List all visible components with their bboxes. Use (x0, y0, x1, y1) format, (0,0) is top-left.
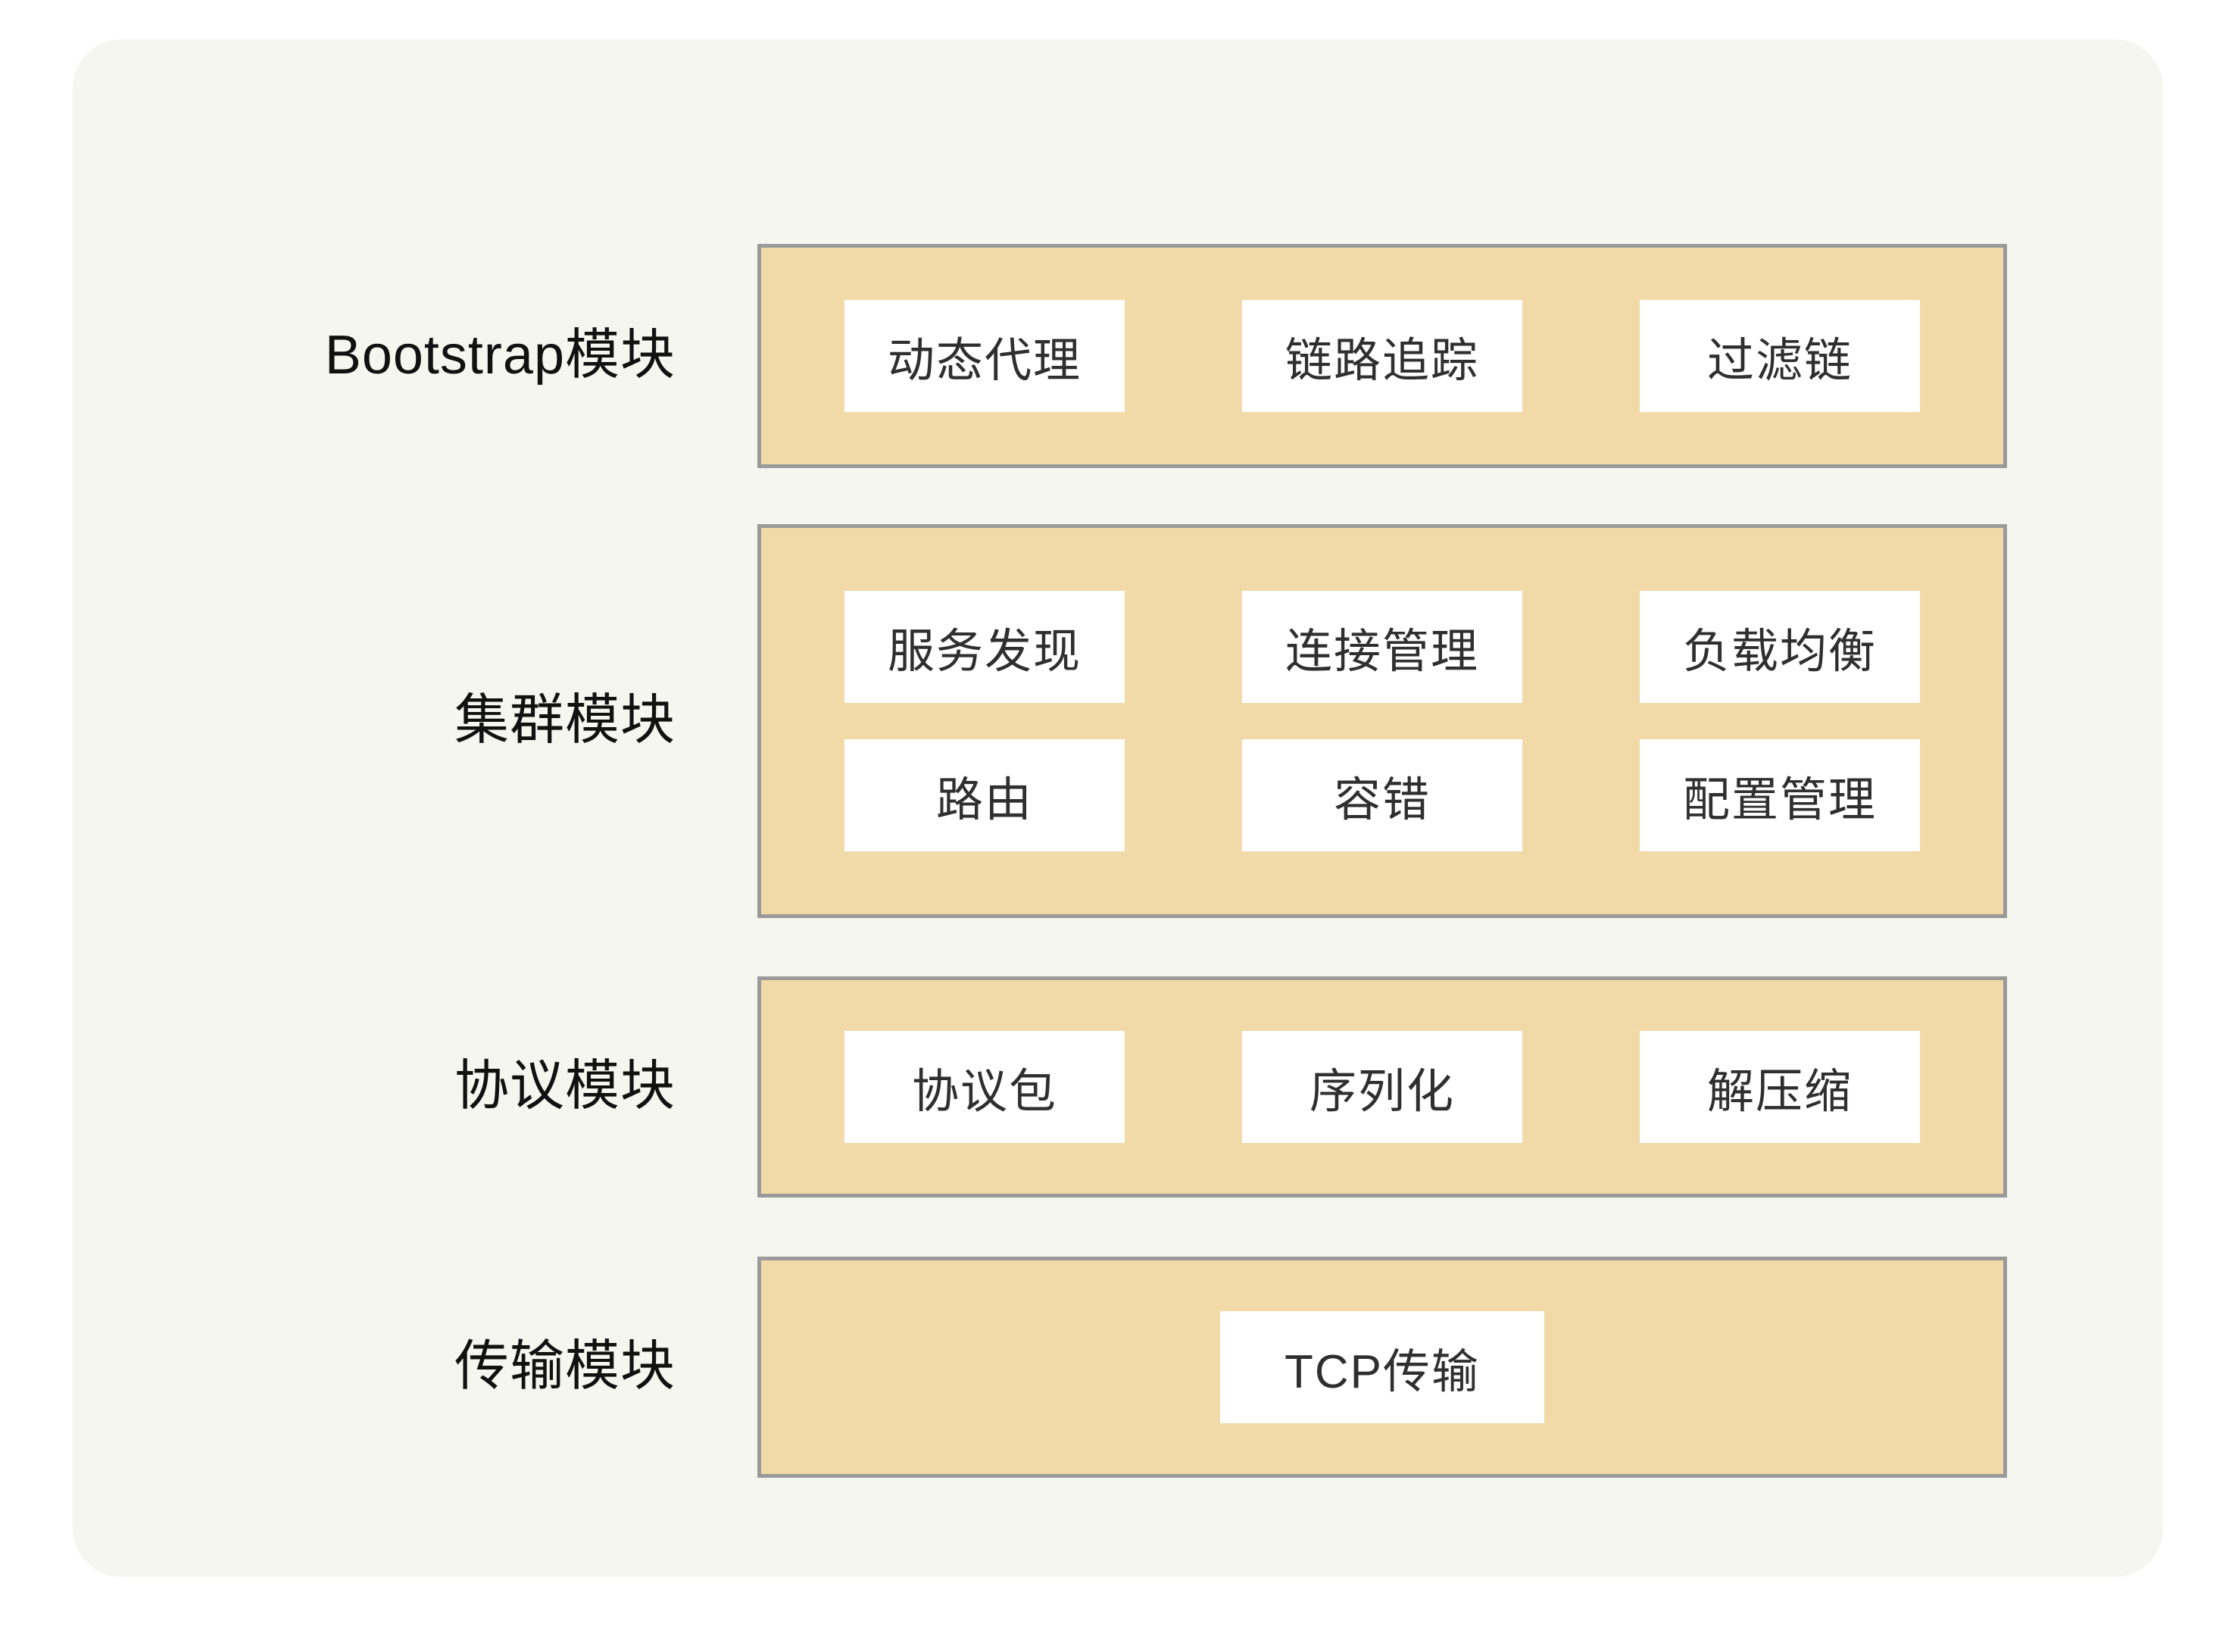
layer-row-protocol: 协议模块 协议包 序列化 解压缩 (73, 976, 2163, 1198)
module-cell[interactable]: 过滤链 (1640, 300, 1920, 412)
module-cell[interactable]: 服务发现 (844, 591, 1125, 703)
layer-row-transport: 传输模块 TCP传输 (73, 1257, 2163, 1478)
module-cell[interactable]: TCP传输 (1220, 1311, 1544, 1423)
layer-label-cluster: 集群模块 (454, 690, 676, 751)
module-cell[interactable]: 解压缩 (1640, 1031, 1920, 1143)
layer-row-cluster: 集群模块 服务发现 连接管理 负载均衡 路由 容错 配置管理 (73, 524, 2163, 918)
band-line: TCP传输 (761, 1311, 2003, 1423)
module-cell[interactable]: 路由 (844, 739, 1125, 851)
module-cell[interactable]: 协议包 (844, 1031, 1125, 1143)
module-cell[interactable]: 配置管理 (1640, 739, 1920, 851)
module-cell[interactable]: 容错 (1242, 739, 1522, 851)
module-cell[interactable]: 动态代理 (844, 300, 1125, 412)
layer-band-bootstrap: 动态代理 链路追踪 过滤链 (757, 244, 2007, 468)
layer-band-cluster: 服务发现 连接管理 负载均衡 路由 容错 配置管理 (757, 524, 2007, 918)
layer-band-protocol: 协议包 序列化 解压缩 (757, 976, 2007, 1198)
layer-band-transport: TCP传输 (757, 1257, 2007, 1478)
module-cell[interactable]: 连接管理 (1242, 591, 1522, 703)
layer-row-bootstrap: Bootstrap模块 动态代理 链路追踪 过滤链 (73, 244, 2163, 468)
diagram-card: Bootstrap模块 动态代理 链路追踪 过滤链 集群模块 服务发现 连接管理… (73, 39, 2163, 1577)
layer-label-transport: 传输模块 (454, 1336, 676, 1397)
layer-label-protocol: 协议模块 (454, 1056, 676, 1117)
layer-label-bootstrap: Bootstrap模块 (324, 325, 676, 386)
module-cell[interactable]: 负载均衡 (1640, 591, 1920, 703)
band-line: 服务发现 连接管理 负载均衡 (761, 591, 2003, 703)
band-line: 路由 容错 配置管理 (761, 739, 2003, 851)
band-line: 协议包 序列化 解压缩 (761, 1031, 2003, 1143)
module-cell[interactable]: 序列化 (1242, 1031, 1522, 1143)
module-cell[interactable]: 链路追踪 (1242, 300, 1522, 412)
band-line: 动态代理 链路追踪 过滤链 (761, 300, 2003, 412)
